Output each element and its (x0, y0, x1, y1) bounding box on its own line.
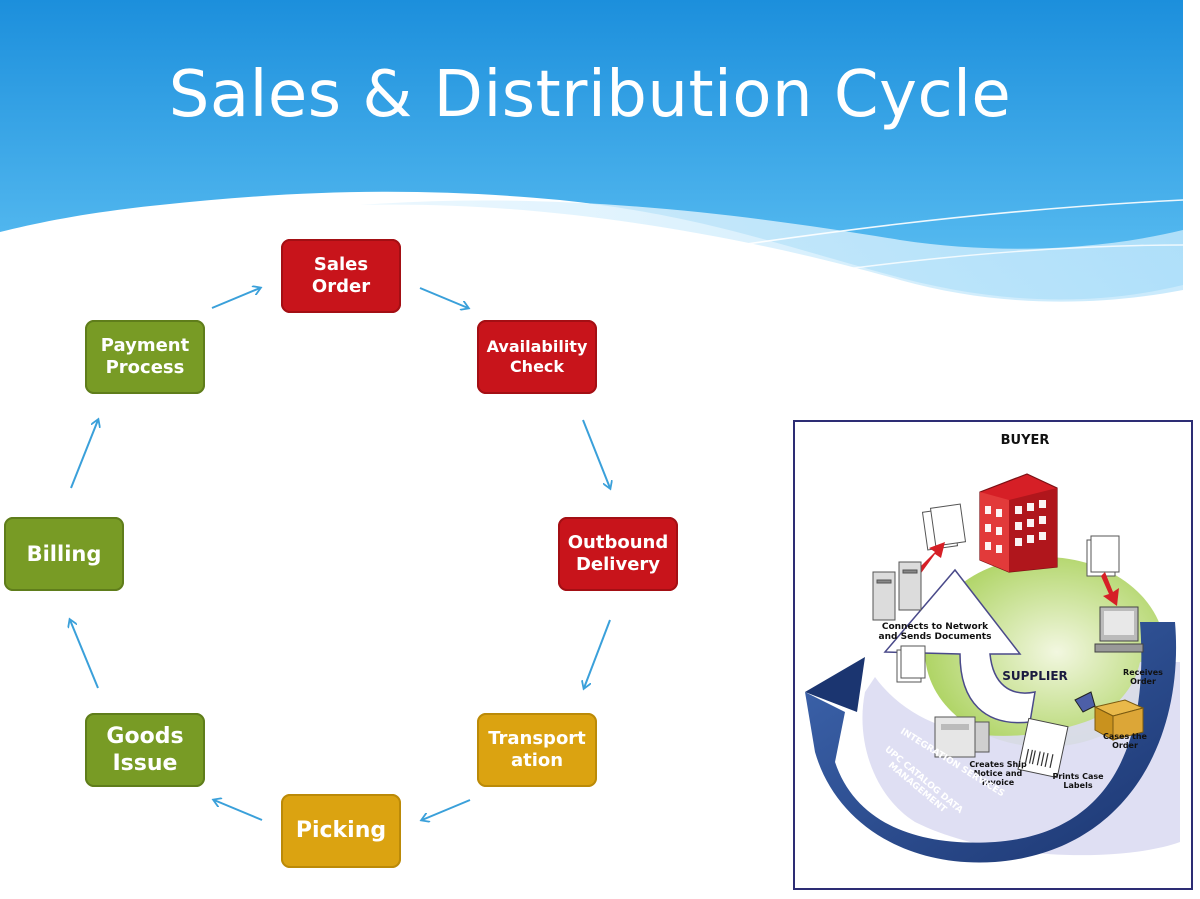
printer-icon (934, 716, 990, 758)
page-title: Sales & Distribution Cycle (168, 58, 1012, 132)
computer-icon (1094, 606, 1144, 653)
step-goods-issue: Goods Issue (85, 713, 205, 787)
red-arrow-icon (1101, 572, 1119, 606)
server-icon (872, 561, 922, 621)
invoice-icon (896, 645, 926, 683)
step-outbound-delivery: Outbound Delivery (558, 517, 678, 591)
cases-label: Cases the Order (1103, 732, 1147, 751)
arrow-picking-to-goods-issue (214, 800, 263, 821)
creates-label: Creates Ship Notice and Invoice (969, 760, 1027, 788)
label-icon (1017, 717, 1069, 779)
supplier-label: SUPPLIER (1002, 669, 1068, 683)
receives-label: Receives Order (1123, 668, 1163, 687)
buyer-label: BUYER (1000, 433, 1050, 448)
arrow-payment-to-sales (211, 288, 260, 309)
arrow-transportation-to-picking (422, 799, 471, 820)
arrow-goods-issue-to-billing (70, 620, 99, 689)
step-availability-check: Availability Check (477, 320, 597, 394)
step-transportation: Transport ation (477, 713, 597, 787)
arrow-outbound-to-transportation (584, 619, 611, 688)
arrow-billing-to-payment (70, 420, 98, 489)
step-picking: Picking (281, 794, 401, 868)
step-billing: Billing (4, 517, 124, 591)
box-icon (1093, 699, 1145, 741)
arrow-availability-to-outbound (582, 419, 610, 488)
red-arrow-icon (915, 542, 945, 576)
step-sales-order: Sales Order (281, 239, 401, 313)
prints-label: Prints Case Labels (1052, 772, 1104, 791)
buyer-supplier-illustration: BUYER SUPPLIER Connects to Network and S… (793, 420, 1193, 890)
building-icon (979, 473, 1058, 573)
document-icon (921, 503, 1120, 577)
connects-label: Connects to Network and Sends Documents (878, 622, 992, 643)
scanner-icon (1074, 691, 1096, 713)
step-payment-process: Payment Process (85, 320, 205, 394)
arrow-sales-to-availability (419, 287, 468, 308)
header-banner (0, 0, 1184, 302)
